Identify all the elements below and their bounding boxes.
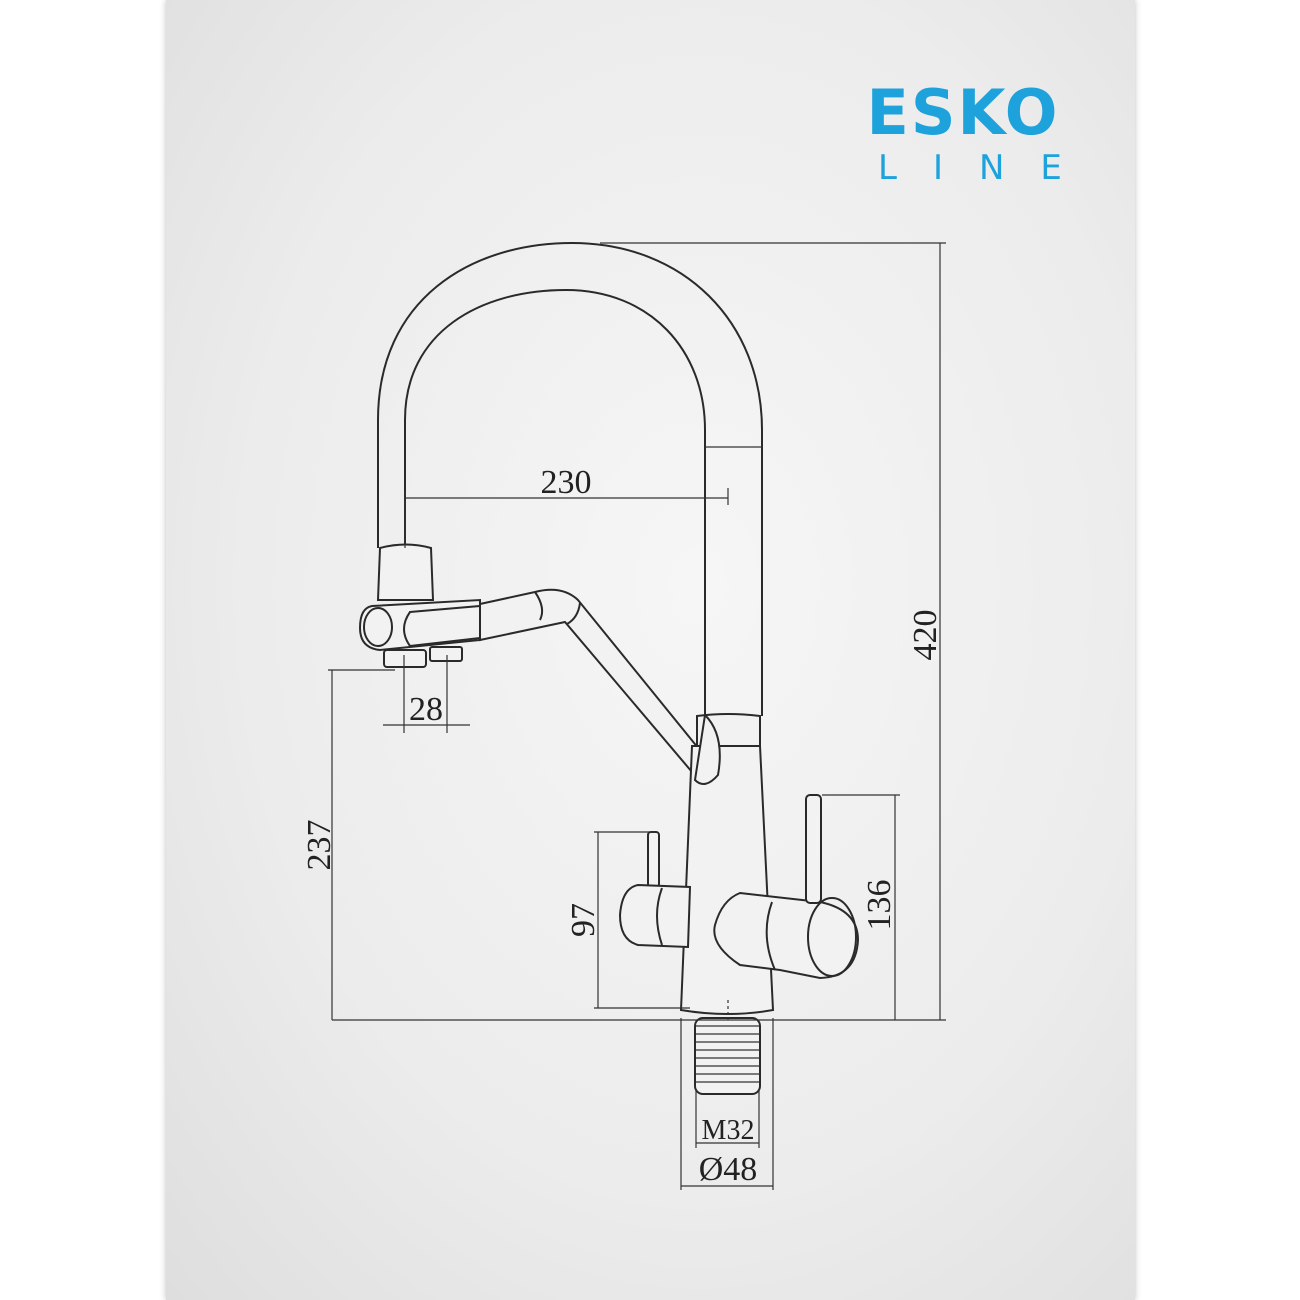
brand-logo: ESKO LINE [848, 76, 1098, 189]
logo-line1: ESKO [866, 76, 1060, 149]
dim-base-diameter: Ø48 [699, 1151, 758, 1188]
dim-spout-reach: 230 [541, 464, 592, 501]
dim-thread: M32 [702, 1115, 755, 1146]
logo-line2: LINE [878, 148, 1098, 188]
thread-lines [696, 1025, 759, 1083]
faucet-outline [358, 241, 860, 1095]
dim-right-lever-height: 136 [861, 880, 898, 931]
dim-height-total: 420 [907, 610, 944, 661]
dim-spout-height: 237 [301, 820, 338, 871]
dimension-lines [328, 242, 946, 1190]
dim-outlet-spacing: 28 [409, 691, 443, 728]
drawing-panel [166, 0, 1135, 1300]
dim-left-lever-height: 97 [565, 903, 602, 937]
